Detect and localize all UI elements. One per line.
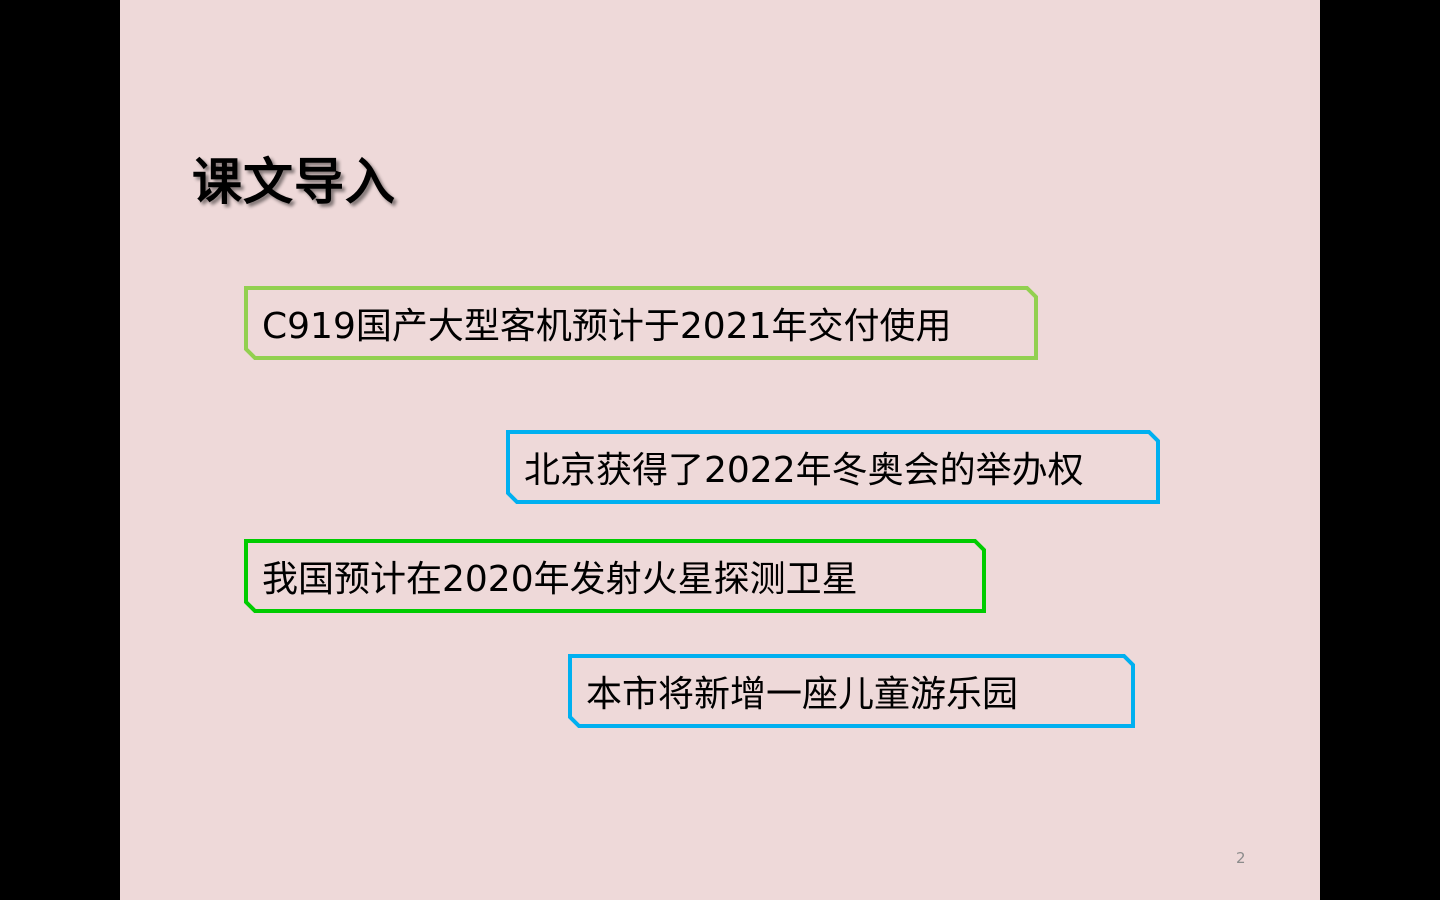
- news-card-c919: C919国产大型客机预计于2021年交付使用: [244, 286, 1038, 360]
- page-number: 2: [1236, 849, 1246, 867]
- news-card-mars-probe: 我国预计在2020年发射火星探测卫星: [244, 539, 986, 613]
- news-card-text: 北京获得了2022年冬奥会的举办权: [524, 450, 1084, 491]
- news-card-text: 本市将新增一座儿童游乐园: [586, 674, 1019, 715]
- slide: 课文导入 C919国产大型客机预计于2021年交付使用 北京获得了2022年冬奥…: [120, 0, 1320, 900]
- slide-title: 课文导入: [192, 153, 396, 211]
- news-card-playground: 本市将新增一座儿童游乐园: [568, 654, 1135, 728]
- news-card-winter-olympics: 北京获得了2022年冬奥会的举办权: [506, 430, 1160, 504]
- news-card-text: C919国产大型客机预计于2021年交付使用: [262, 306, 952, 347]
- news-card-text: 我国预计在2020年发射火星探测卫星: [262, 559, 858, 600]
